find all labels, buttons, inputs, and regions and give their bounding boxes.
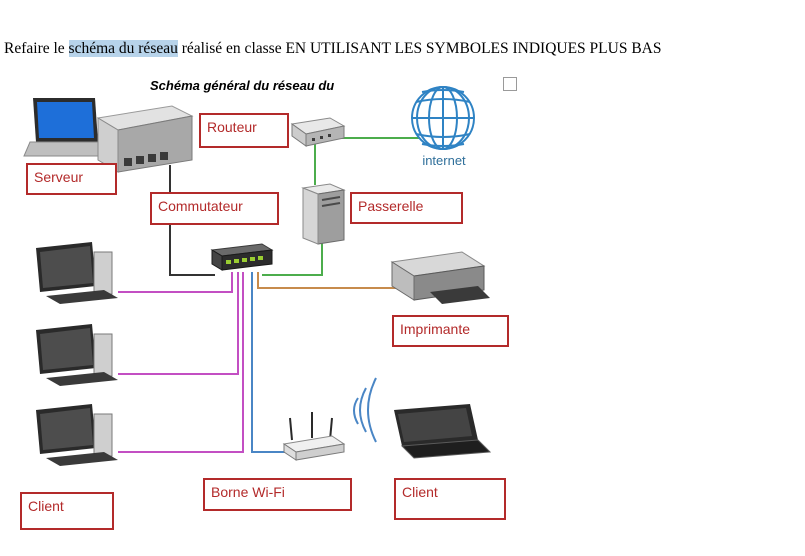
instruction-after: réalisé en classe EN UTILISANT LES SYMBO… — [177, 40, 662, 57]
wire-switch-client1 — [118, 272, 233, 293]
instruction-before: Refaire le — [4, 40, 69, 57]
switch-icon — [210, 243, 274, 271]
server-tower-icon — [96, 105, 194, 173]
gateway-tower-icon — [301, 183, 346, 245]
label-serveur: Serveur — [26, 163, 117, 195]
wire-switch-printer — [257, 272, 398, 289]
diagram-title: Schéma général du réseau du — [150, 78, 335, 93]
client-desktop-icon-3 — [36, 404, 118, 466]
wire-switch-client2 — [118, 272, 239, 375]
internet-label: internet — [422, 153, 466, 168]
wire-switch-client3 — [118, 272, 244, 453]
instruction-highlight: schéma du réseau — [68, 40, 178, 57]
client-laptop-icon — [394, 404, 492, 459]
wifi-access-point-icon — [282, 412, 346, 461]
router-icon — [290, 117, 346, 147]
label-passerelle: Passerelle — [350, 192, 463, 224]
wire-switch-wifi — [251, 272, 285, 453]
wire-gateway-switch — [262, 240, 323, 276]
checkbox[interactable] — [503, 77, 517, 91]
label-imprimante: Imprimante — [392, 315, 509, 347]
label-client-2: Client — [394, 478, 506, 520]
instruction-text: Refaire le schéma du réseau réalisé en c… — [4, 40, 662, 58]
client-desktop-icon-2 — [36, 324, 118, 386]
wires — [118, 137, 420, 453]
client-desktop-icon-1 — [36, 242, 118, 304]
label-client-1: Client — [20, 492, 114, 530]
wifi-signal-icon — [353, 377, 377, 443]
printer-icon — [390, 251, 490, 304]
label-commutateur: Commutateur — [150, 192, 279, 225]
label-routeur: Routeur — [199, 113, 289, 148]
internet-globe-icon — [411, 86, 475, 150]
label-borne-wifi: Borne Wi-Fi — [203, 478, 352, 511]
